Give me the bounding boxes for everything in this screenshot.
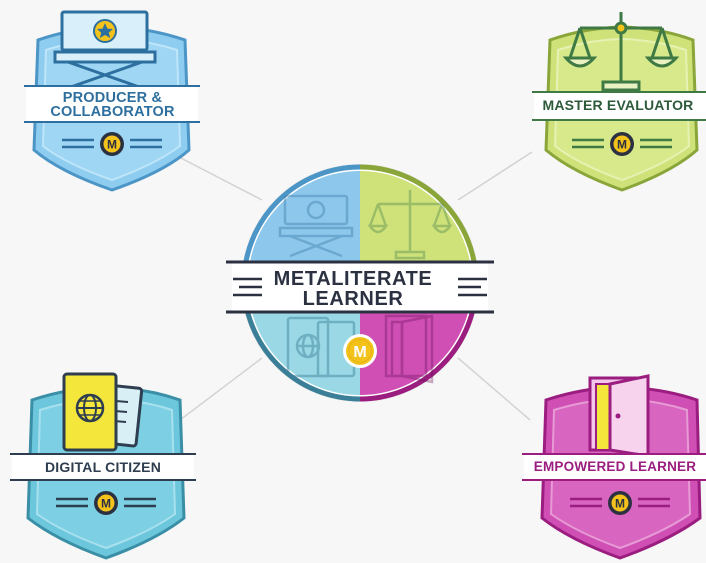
center-banner-rules <box>233 277 487 297</box>
empowered-learner-badge: M <box>522 374 706 560</box>
empowered-learner-label: EMPOWERED LEARNER <box>533 459 697 474</box>
metaliterate-learner-title: METALITERATE LEARNER <box>268 269 438 309</box>
producer-banner <box>26 86 198 122</box>
digital-medallion: M <box>56 491 156 515</box>
producer-collaborator-badge: M <box>24 10 200 192</box>
producer-label-line2: COLLABORATOR <box>50 104 175 120</box>
empowered-medallion-letter: M <box>615 497 625 511</box>
open-door-icon <box>588 374 650 458</box>
center-title-line2: LEARNER <box>302 288 404 310</box>
empowered-medallion: M <box>570 491 670 515</box>
center-medallion-letter: M <box>353 344 366 361</box>
producer-label-line1: PRODUCER & <box>62 90 163 106</box>
digital-banner <box>12 454 194 480</box>
metaliterate-learner-emblem: M <box>226 164 494 402</box>
empowered-banner <box>524 454 706 480</box>
quadrant-blue <box>248 171 360 283</box>
master-medallion-letter: M <box>617 138 627 152</box>
connector-empowered <box>457 357 531 421</box>
connector-master <box>457 151 533 201</box>
passport-icon <box>62 372 144 452</box>
digital-citizen-label: DIGITAL CITIZEN <box>44 459 162 475</box>
faint-balance-scale-icon <box>367 190 453 260</box>
connector-lines <box>174 151 533 421</box>
connector-digital <box>179 357 263 421</box>
quadrant-lime <box>360 171 472 283</box>
producer-medallion: M <box>62 132 162 156</box>
faint-director-chair-icon <box>278 194 354 258</box>
master-evaluator-badge: M <box>532 12 706 192</box>
master-evaluator-label: MASTER EVALUATOR <box>542 97 694 113</box>
director-chair-icon <box>53 10 157 90</box>
center-banner <box>232 262 488 312</box>
master-banner <box>534 92 706 120</box>
center-title-line1: METALITERATE <box>273 268 433 290</box>
digital-medallion-letter: M <box>101 497 111 511</box>
producer-medallion-letter: M <box>107 138 117 152</box>
connector-producer <box>174 154 263 201</box>
master-medallion: M <box>572 132 672 156</box>
faint-open-door-icon <box>384 314 434 384</box>
producer-collaborator-label: PRODUCER & COLLABORATOR <box>30 90 195 120</box>
balance-scale-icon <box>562 12 680 92</box>
digital-citizen-badge: M <box>10 372 196 560</box>
center-medallion: M <box>343 334 377 368</box>
